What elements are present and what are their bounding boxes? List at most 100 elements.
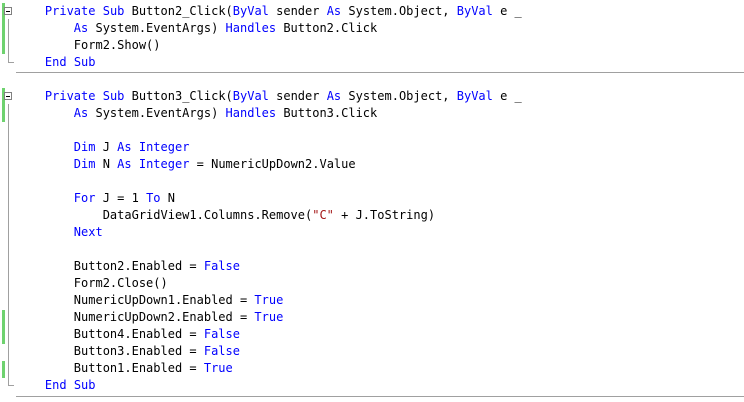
code-line[interactable] bbox=[16, 241, 744, 258]
keyword-token: Sub bbox=[102, 4, 125, 18]
code-line[interactable]: Button4.Enabled = False bbox=[16, 326, 744, 343]
change-indicator bbox=[2, 88, 5, 122]
code-line[interactable]: As System.EventArgs) Handles Button3.Cli… bbox=[16, 105, 744, 122]
code-text-area[interactable]: Private Sub Button2_Click(ByVal sender A… bbox=[16, 3, 744, 394]
keyword-token: As bbox=[117, 140, 132, 154]
keyword-token: Sub bbox=[73, 55, 96, 69]
code-line[interactable] bbox=[16, 71, 744, 88]
keyword-token: Private bbox=[44, 89, 96, 103]
code-line[interactable] bbox=[16, 173, 744, 190]
code-line[interactable]: End Sub bbox=[16, 377, 744, 394]
code-token bbox=[16, 55, 45, 69]
keyword-token: ByVal bbox=[456, 4, 493, 18]
code-token: N bbox=[95, 157, 118, 171]
code-token bbox=[16, 21, 74, 35]
code-token bbox=[16, 140, 74, 154]
code-line[interactable]: Dim N As Integer = NumericUpDown2.Value bbox=[16, 156, 744, 173]
code-token: System.Object, bbox=[341, 4, 457, 18]
keyword-token: As bbox=[73, 21, 89, 35]
code-token: NumericUpDown1.Enabled = bbox=[16, 293, 255, 307]
code-line[interactable]: DataGridView1.Columns.Remove("C" + J.ToS… bbox=[16, 207, 744, 224]
code-line[interactable]: Form2.Show() bbox=[16, 37, 744, 54]
code-token bbox=[16, 225, 74, 239]
code-token bbox=[95, 4, 102, 18]
code-token bbox=[67, 55, 74, 69]
change-indicator bbox=[2, 3, 5, 54]
code-token: Button1.Enabled = bbox=[16, 361, 204, 375]
keyword-token: Handles bbox=[225, 21, 277, 35]
code-token bbox=[16, 4, 45, 18]
keyword-token: As bbox=[326, 89, 342, 103]
code-token: sender bbox=[268, 4, 327, 18]
code-line[interactable]: Private Sub Button2_Click(ByVal sender A… bbox=[16, 3, 744, 20]
procedure-separator bbox=[16, 72, 744, 73]
code-token: = NumericUpDown2.Value bbox=[189, 157, 356, 171]
keyword-token: Sub bbox=[102, 89, 125, 103]
string-token: "C" bbox=[312, 208, 334, 222]
change-indicator bbox=[2, 361, 5, 378]
code-line[interactable]: Button3.Enabled = False bbox=[16, 343, 744, 360]
code-token bbox=[132, 140, 139, 154]
code-line[interactable]: For J = 1 To N bbox=[16, 190, 744, 207]
code-token bbox=[16, 378, 45, 392]
code-line[interactable]: Form2.Close() bbox=[16, 275, 744, 292]
code-token bbox=[16, 106, 74, 120]
code-token: J bbox=[95, 140, 118, 154]
code-token: Form2.Show() bbox=[16, 38, 161, 52]
code-token: NumericUpDown2.Enabled = bbox=[16, 310, 255, 324]
procedure-separator bbox=[16, 396, 744, 397]
code-line[interactable]: Button1.Enabled = True bbox=[16, 360, 744, 377]
code-token bbox=[16, 89, 45, 103]
keyword-token: Integer bbox=[138, 157, 190, 171]
code-token: e _ bbox=[492, 89, 522, 103]
code-line[interactable]: End Sub bbox=[16, 54, 744, 71]
keyword-token: As bbox=[326, 4, 342, 18]
code-line[interactable]: Next bbox=[16, 224, 744, 241]
keyword-token: End bbox=[44, 378, 67, 392]
code-line[interactable]: NumericUpDown2.Enabled = True bbox=[16, 309, 744, 326]
code-line[interactable]: NumericUpDown1.Enabled = True bbox=[16, 292, 744, 309]
code-token: Button4.Enabled = bbox=[16, 327, 204, 341]
code-token: DataGridView1.Columns.Remove( bbox=[16, 208, 313, 222]
code-token bbox=[132, 157, 139, 171]
keyword-token: True bbox=[254, 310, 284, 324]
keyword-token: True bbox=[203, 361, 233, 375]
code-token: Button2_Click( bbox=[124, 4, 233, 18]
keyword-token: False bbox=[203, 259, 240, 273]
code-token: Button3_Click( bbox=[124, 89, 233, 103]
keyword-token: False bbox=[203, 344, 240, 358]
code-token: Button2.Click bbox=[276, 21, 378, 35]
collapse-icon[interactable] bbox=[4, 92, 12, 100]
code-token: J = 1 bbox=[95, 191, 147, 205]
code-line[interactable]: Dim J As Integer bbox=[16, 139, 744, 156]
keyword-token: Private bbox=[44, 4, 96, 18]
keyword-token: True bbox=[254, 293, 284, 307]
code-token: Button3.Click bbox=[276, 106, 378, 120]
code-line[interactable]: As System.EventArgs) Handles Button2.Cli… bbox=[16, 20, 744, 37]
keyword-token: As bbox=[73, 106, 89, 120]
code-token: Button2.Enabled = bbox=[16, 259, 204, 273]
code-line[interactable]: Button2.Enabled = False bbox=[16, 258, 744, 275]
keyword-token: Sub bbox=[73, 378, 96, 392]
change-indicator bbox=[2, 310, 5, 344]
keyword-token: Dim bbox=[73, 140, 96, 154]
code-token bbox=[67, 378, 74, 392]
keyword-token: ByVal bbox=[232, 89, 269, 103]
keyword-token: Integer bbox=[138, 140, 190, 154]
keyword-token: ByVal bbox=[456, 89, 493, 103]
code-token: e _ bbox=[492, 4, 522, 18]
code-line[interactable]: Private Sub Button3_Click(ByVal sender A… bbox=[16, 88, 744, 105]
outline-guide bbox=[8, 104, 9, 385]
keyword-token: ByVal bbox=[232, 4, 269, 18]
collapse-icon[interactable] bbox=[4, 7, 12, 15]
code-token bbox=[16, 157, 74, 171]
keyword-token: End bbox=[44, 55, 67, 69]
code-line[interactable] bbox=[16, 122, 744, 139]
code-token: Button3.Enabled = bbox=[16, 344, 204, 358]
code-token: Form2.Close() bbox=[16, 276, 168, 290]
keyword-token: For bbox=[73, 191, 96, 205]
code-token bbox=[16, 191, 74, 205]
keyword-token: To bbox=[146, 191, 161, 205]
editor-margin bbox=[0, 0, 16, 402]
